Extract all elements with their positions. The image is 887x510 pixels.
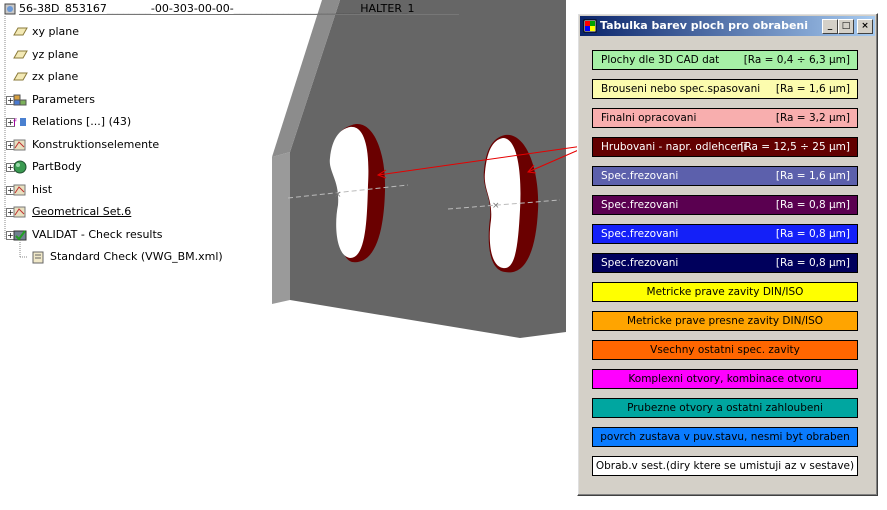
left-hole-axis (287, 184, 409, 199)
color-button-label: Metricke prave zavity DIN/ISO (646, 286, 804, 298)
color-button-label: Plochy dle 3D CAD dat (601, 54, 720, 66)
tree-item-label: yz plane (32, 47, 79, 61)
tree-item-label: hist (32, 182, 53, 196)
plane-icon (13, 27, 28, 36)
relations-icon: f (13, 118, 26, 129)
surface-color-button[interactable]: Komplexni otvory, kombinace otvoru (592, 369, 858, 389)
specification-tree[interactable]: 56-38D_853167________-00-303-00-00-_____… (0, 0, 470, 270)
color-button-label: Finalni opracovani (601, 112, 697, 124)
svg-text:f: f (13, 118, 17, 129)
plane-icon (13, 50, 28, 58)
color-button-label: Prubezne otvory a ostatni zahloubeni (627, 402, 823, 414)
dialog-title: Tabulka barev ploch pro obrabeni (600, 19, 809, 32)
color-button-label: Spec.frezovani (601, 228, 679, 240)
surface-color-button[interactable]: Finalni opracovani [Ra = 3,2 µm] (592, 108, 858, 128)
part-side-edge (272, 152, 290, 304)
color-button-label: Spec.frezovani (601, 257, 679, 269)
color-button-roughness: [Ra = 3,2 µm] (775, 112, 850, 124)
tree-item-label: PartBody (32, 160, 82, 173)
surface-color-button[interactable]: Obrab.v sest.(diry ktere se umistuji az … (592, 456, 858, 476)
partbody-icon (13, 160, 27, 174)
color-button-label: Spec.frezovani (601, 199, 679, 211)
dialog-titlebar[interactable]: Tabulka barev ploch pro obrabeni _ □ × (580, 16, 875, 36)
color-button-roughness: [Ra = 0,4 ÷ 6,3 µm] (743, 54, 850, 66)
color-button-roughness: [Ra = 0,8 µm] (775, 228, 850, 240)
tree-item-label: Standard Check (VWG_BM.xml) (50, 250, 223, 263)
color-button-label: Hrubovani - napr. odlehceni (601, 141, 747, 153)
geometrical-set-icon (13, 184, 26, 195)
tree-item-label: Parameters (32, 92, 95, 106)
window-icon (583, 19, 597, 33)
tree-item-label: xy plane (32, 25, 80, 38)
surface-color-button[interactable]: Hrubovani - napr. odlehceni[Ra = 12,5 ÷ … (592, 137, 858, 157)
tree-connector-lines (4, 16, 28, 258)
color-button-roughness: [Ra = 0,8 µm] (775, 257, 850, 269)
color-button-roughness: [Ra = 0,8 µm] (775, 199, 850, 211)
tree-item-label: Relations [...] (43) (32, 115, 132, 128)
color-button-label: povrch zustava v puv.stavu, nesmi byt ob… (600, 431, 850, 443)
minimize-button[interactable]: _ (822, 19, 838, 34)
expand-icon[interactable]: + (6, 118, 15, 127)
surface-color-button[interactable]: Metricke prave zavity DIN/ISO (592, 282, 858, 302)
color-button-roughness: [Ra = 1,6 µm] (775, 83, 850, 95)
surface-color-button[interactable]: Spec.frezovani [Ra = 0,8 µm] (592, 253, 858, 273)
color-button-label: Vsechny ostatni spec. zavity (650, 344, 800, 356)
root-underline (19, 14, 459, 15)
geometrical-set-icon (13, 206, 26, 218)
part-top-bevel (272, 0, 340, 157)
left-hole[interactable] (329, 124, 386, 263)
close-button[interactable]: × (857, 19, 873, 34)
surface-color-button[interactable]: povrch zustava v puv.stavu, nesmi byt ob… (592, 427, 858, 447)
geometrical-set-icon (13, 139, 26, 150)
left-hole-center-mark: × (334, 190, 342, 200)
plane-icon (13, 72, 28, 81)
tree-item-label: zx plane (32, 70, 79, 83)
validat-icon (13, 229, 27, 241)
surface-color-button[interactable]: Spec.frezovani [Ra = 0,8 µm] (592, 195, 858, 215)
part-icon (4, 3, 16, 15)
color-button-label: Obrab.v sest.(diry ktere se umistuji az … (595, 460, 855, 472)
machined-part[interactable]: × × (272, 0, 566, 338)
color-button-roughness: [Ra = 1,6 µm] (775, 170, 850, 182)
tree-root-label: 56-38D_853167________-00-303-00-00-_____… (19, 2, 415, 15)
surface-color-button[interactable]: Brouseni nebo spec.spasovani [Ra = 1,6 µm… (592, 79, 858, 99)
surface-color-table-dialog[interactable]: Tabulka barev ploch pro obrabeni _ □ × P… (577, 13, 878, 496)
check-report-icon (32, 251, 44, 264)
color-button-label: Metricke prave presne zavity DIN/ISO (626, 315, 824, 327)
color-button-label: Spec.frezovani (601, 170, 679, 182)
surface-color-button[interactable]: Metricke prave presne zavity DIN/ISO (592, 311, 858, 331)
right-hole[interactable] (483, 134, 539, 273)
color-button-label: Brouseni nebo spec.spasovani (601, 83, 761, 95)
right-hole-center-mark: × (492, 201, 500, 211)
tree-item-label: Konstruktionselemente (32, 137, 160, 151)
tree-item-label: VALIDAT - Check results (32, 227, 163, 241)
parameters-icon (13, 94, 27, 105)
surface-color-button[interactable]: Spec.frezovani [Ra = 1,6 µm] (592, 166, 858, 186)
maximize-button[interactable]: □ (838, 19, 854, 34)
surface-color-button[interactable]: Spec.frezovani [Ra = 0,8 µm] (592, 224, 858, 244)
right-hole-axis (447, 199, 561, 210)
surface-color-button[interactable]: Plochy dle 3D CAD dat [Ra = 0,4 ÷ 6,3 µm] (592, 50, 858, 70)
tree-item-label: Geometrical Set.6 (32, 205, 132, 218)
color-button-label: Komplexni otvory, kombinace otvoru (628, 373, 822, 385)
surface-color-button[interactable]: Vsechny ostatni spec. zavity (592, 340, 858, 360)
surface-color-button[interactable]: Prubezne otvory a ostatni zahloubeni (592, 398, 858, 418)
color-button-roughness: [Ra = 12,5 ÷ 25 µm] (740, 141, 850, 153)
